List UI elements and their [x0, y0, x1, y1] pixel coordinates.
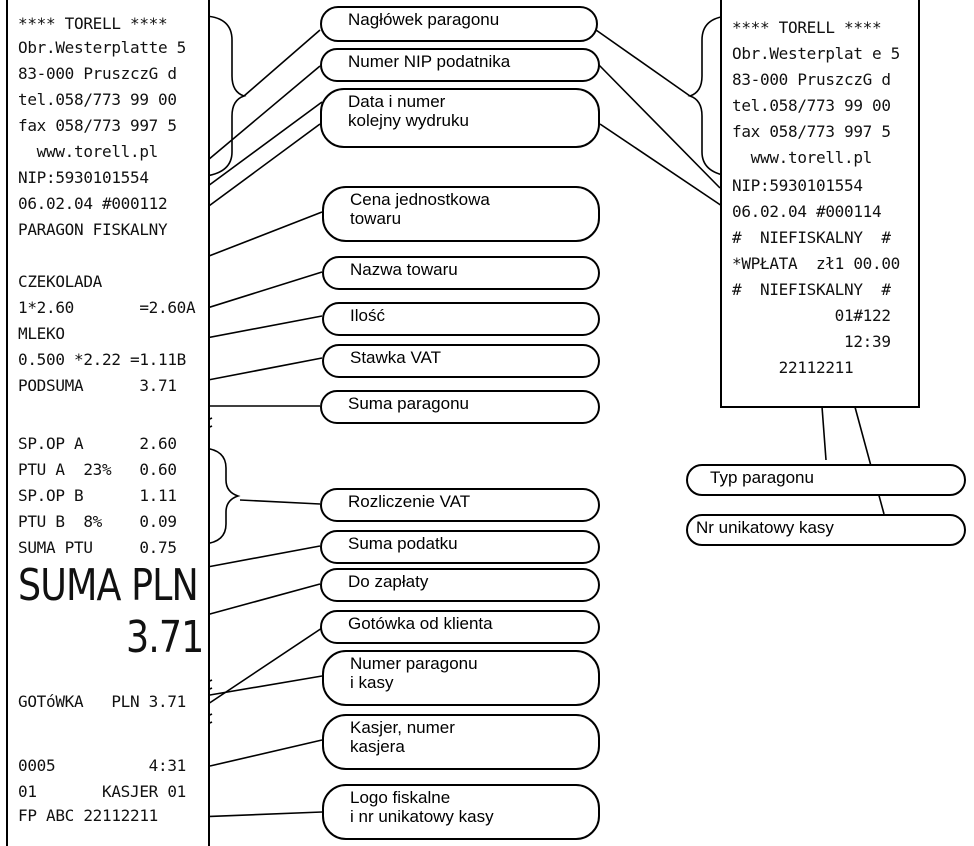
brace-vat-left	[203, 447, 241, 545]
receipt-line: **** TORELL ****	[18, 14, 168, 33]
receipt-left: **** TORELL **** Obr.Westerplatte 5 83-0…	[6, 0, 210, 846]
receipt-line: SP.OP A 2.60	[18, 434, 177, 453]
label-cashier: Kasjer, numer kasjera	[322, 714, 600, 770]
receipt-line: *WPŁATA zł1 00.00	[732, 254, 900, 273]
label-receipt-register-number: Numer paragonu i kasy	[322, 650, 600, 706]
label-fiscal-logo: Logo fiskalne i nr unikatowy kasy	[322, 784, 600, 840]
receipt-line: # NIEFISKALNY #	[732, 280, 891, 299]
receipt-line: www.torell.pl	[732, 148, 873, 167]
receipt-line: 12:39	[732, 332, 891, 351]
brace-header-left	[205, 15, 247, 177]
receipt-line: tel.058/773 99 00	[18, 90, 177, 109]
receipt-line: NIP:5930101554	[18, 168, 149, 187]
label-unit-price: Cena jednostkowa towaru	[322, 186, 600, 242]
receipt-line: 22112211	[732, 358, 854, 377]
receipt-line: NIP:5930101554	[732, 176, 863, 195]
receipt-line: PTU A 23% 0.60	[18, 460, 177, 479]
receipt-line: 0005 4:31	[18, 756, 186, 775]
receipt-line: 83-000 PruszczG d	[18, 64, 177, 83]
receipt-line: fax 058/773 997 5	[732, 122, 891, 141]
receipt-line: 83-000 PruszczG d	[732, 70, 891, 89]
receipt-line: FP ABC 22112211	[18, 806, 158, 825]
receipt-line: 06.02.04 #000112	[18, 194, 168, 213]
label-nip: Numer NIP podatnika	[320, 48, 600, 82]
receipt-line: GOTóWKA PLN 3.71	[18, 692, 186, 711]
receipt-line: 06.02.04 #000114	[732, 202, 882, 221]
receipt-line: PTU B 8% 0.09	[18, 512, 177, 531]
receipt-line: PODSUMA 3.71	[18, 376, 177, 395]
receipt-line: PARAGON FISKALNY	[18, 220, 168, 239]
label-header: Nagłówek paragonu	[320, 6, 598, 42]
label-to-pay: Do zapłaty	[320, 568, 600, 602]
label-tax-sum: Suma podatku	[320, 530, 600, 564]
label-unique-register-number: Nr unikatowy kasy	[686, 514, 966, 546]
receipt-line: Obr.Westerplatte 5	[18, 38, 186, 57]
receipt-line: 01 KASJER 01	[18, 782, 186, 801]
label-cash-from-client: Gotówka od klienta	[320, 610, 600, 644]
big-total-value: 3.71	[126, 612, 204, 663]
receipt-line: tel.058/773 99 00	[732, 96, 891, 115]
receipt-line: 0.500 *2.22 =1.11B	[18, 350, 186, 369]
receipt-line: MLEKO	[18, 324, 65, 343]
receipt-line: SP.OP B 1.11	[18, 486, 177, 505]
receipt-line: fax 058/773 997 5	[18, 116, 177, 135]
receipt-line: SUMA PTU 0.75	[18, 538, 177, 557]
label-receipt-sum: Suma paragonu	[320, 390, 600, 424]
receipt-line: www.torell.pl	[18, 142, 159, 161]
receipt-line: Obr.Westerplat e 5	[732, 44, 900, 63]
label-vat-settlement: Rozliczenie VAT	[320, 488, 600, 522]
receipt-line: 01#122	[732, 306, 891, 325]
receipt-right: **** TORELL **** Obr.Westerplat e 5 83-0…	[720, 0, 920, 408]
label-vat-rate: Stawka VAT	[322, 344, 600, 378]
label-quantity: Ilość	[322, 302, 600, 336]
label-date-number: Data i numer kolejny wydruku	[320, 88, 600, 148]
label-item-name: Nazwa towaru	[322, 256, 600, 290]
big-total-label: SUMA PLN	[18, 560, 199, 611]
label-receipt-type: Typ paragonu	[686, 464, 966, 496]
receipt-line: # NIEFISKALNY #	[732, 228, 891, 247]
receipt-line: 1*2.60 =2.60A	[18, 298, 196, 317]
receipt-line: CZEKOLADA	[18, 272, 102, 291]
receipt-line: **** TORELL ****	[732, 18, 882, 37]
